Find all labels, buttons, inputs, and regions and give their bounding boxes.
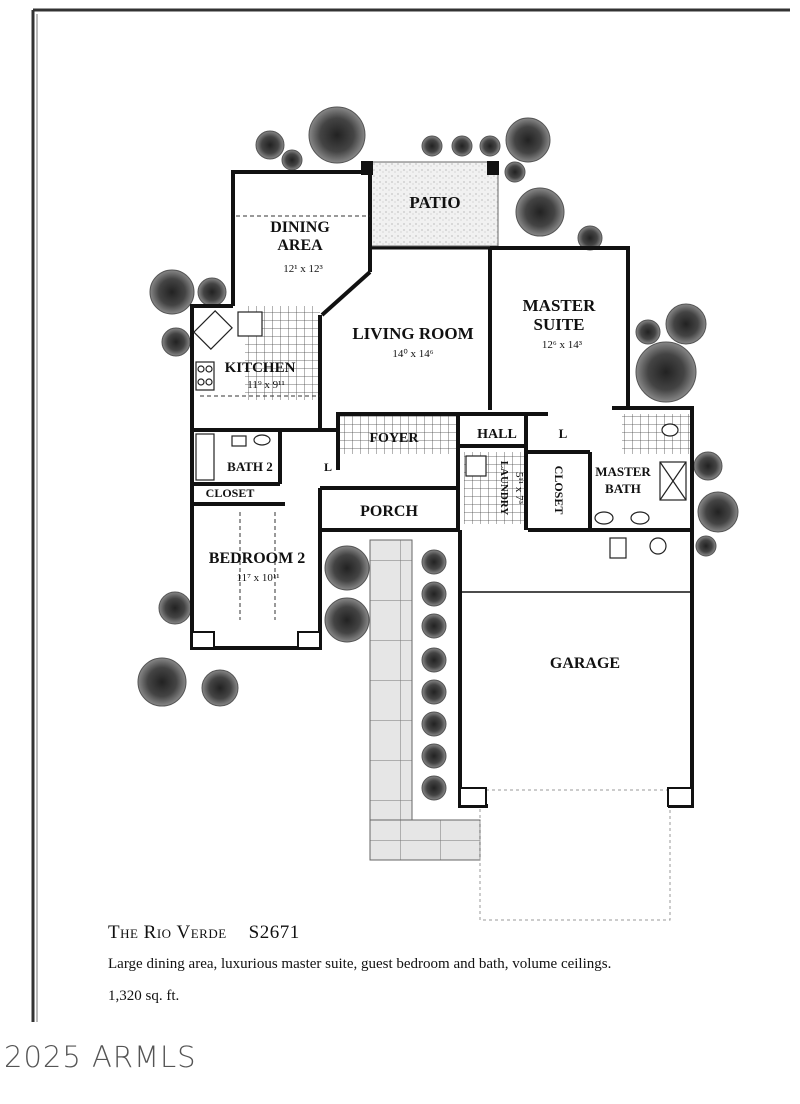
master-bath-label-1: MASTER (595, 464, 651, 479)
porch-label: PORCH (360, 503, 418, 520)
plan-name: The Rio Verde (108, 922, 227, 943)
bathtub (195, 433, 215, 481)
living-dim: 14⁰ x 14⁶ (392, 348, 433, 360)
plan-description: Large dining area, luxurious master suit… (108, 956, 612, 972)
bath2-toilet (231, 435, 247, 447)
dining-label-1: DINING (270, 219, 330, 236)
landscape-shrubs (137, 106, 739, 801)
master-sink-1 (594, 511, 614, 525)
walkway (369, 539, 413, 861)
laundry-dim: 5¹¹ x 7³ (513, 472, 525, 505)
watermark: 2025 ARMLS (4, 1040, 197, 1074)
patio-slab (369, 161, 499, 247)
garage-utility (649, 537, 667, 555)
kitchen-label: KITCHEN (225, 360, 296, 376)
dining-dim: 12¹ x 12³ (283, 263, 323, 275)
room-labels: PATIO DINING AREA 12¹ x 12³ LIVING ROOM … (206, 193, 652, 672)
linen-label-2: L (324, 460, 332, 474)
range (195, 361, 215, 391)
linen-label-1: L (559, 426, 568, 441)
bath2-sink (253, 434, 271, 446)
walkway-foot (369, 819, 481, 861)
dining-label-2: AREA (277, 237, 323, 254)
master-suite-dim: 12⁶ x 14³ (542, 339, 583, 351)
refrigerator (237, 311, 263, 337)
master-toilet (661, 423, 679, 437)
master-bath-label-2: BATH (605, 481, 641, 496)
bedroom2-label: BEDROOM 2 (209, 550, 305, 567)
living-label: LIVING ROOM (352, 324, 473, 343)
patio-label: PATIO (409, 193, 460, 212)
master-suite-label-1: MASTER (523, 296, 596, 315)
driveway (479, 789, 671, 921)
water-heater (609, 537, 627, 559)
foyer-label: FOYER (370, 431, 420, 446)
bath2-label: BATH 2 (227, 459, 273, 474)
laundry-label: LAUNDRY (498, 461, 510, 516)
kitchen-dim: 11⁹ x 9¹¹ (247, 379, 285, 391)
corner-posts (191, 161, 693, 807)
closet-bed2-label: CLOSET (206, 486, 255, 500)
tile-floors (245, 306, 690, 524)
dashed-lines (200, 215, 370, 620)
hall-label: HALL (477, 427, 517, 442)
bedroom2-dim: 11⁷ x 10¹¹ (236, 572, 279, 584)
plan-title: The Rio Verde S2671 (108, 922, 300, 944)
closet-master-label: CLOSET (552, 466, 566, 515)
page-border (31, 8, 790, 1022)
kitchen-sink (193, 310, 233, 350)
washer (465, 455, 487, 477)
garage-label: GARAGE (550, 655, 620, 672)
master-suite-label-2: SUITE (533, 315, 584, 334)
paved-areas (369, 161, 671, 921)
fixtures (193, 310, 687, 559)
plan-square-footage: 1,320 sq. ft. (108, 988, 180, 1004)
plan-code: S2671 (248, 922, 300, 943)
master-sink-2 (630, 511, 650, 525)
